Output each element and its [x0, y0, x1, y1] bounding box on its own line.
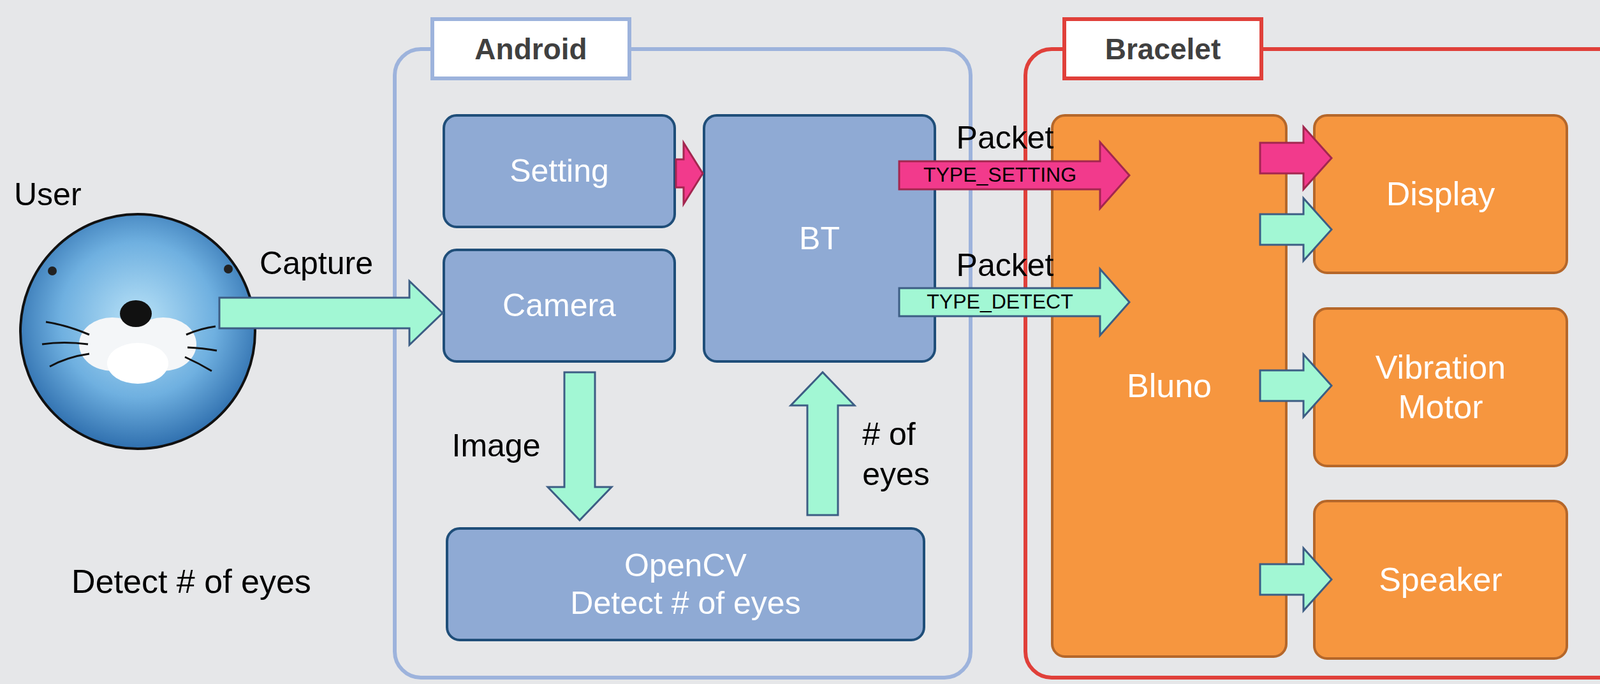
- seal-whiskers: [42, 322, 217, 372]
- seal-eye: [223, 264, 233, 274]
- caption-note: Detect # of eyes: [71, 562, 312, 601]
- edge-label: Image: [452, 428, 541, 464]
- process-box: BT: [702, 114, 937, 363]
- process-box: OpenCV Detect # of eyes: [445, 527, 926, 642]
- group-title: Bracelet: [1105, 31, 1222, 67]
- block-arrow: [1260, 354, 1332, 418]
- hardware-box: Bluno: [1050, 114, 1288, 659]
- arrow-shape: [547, 372, 612, 521]
- seal-face: [20, 214, 256, 449]
- edge-label: # of eyes: [862, 414, 930, 495]
- process-box: Setting: [442, 114, 676, 229]
- box-label: Bluno: [1126, 366, 1212, 406]
- process-box: Camera: [442, 248, 676, 363]
- arrow-shape: [1260, 198, 1332, 261]
- seal-nose: [119, 300, 152, 328]
- hardware-box: Display: [1313, 114, 1569, 275]
- box-label: Speaker: [1378, 560, 1503, 600]
- hardware-box: Vibration Motor: [1313, 307, 1569, 468]
- block-arrow: [547, 372, 612, 521]
- block-arrow: [1260, 126, 1332, 190]
- box-label: BT: [799, 220, 840, 258]
- arrow-shape: [219, 281, 443, 345]
- block-arrow: [1260, 198, 1332, 261]
- arrow-shape: [1260, 126, 1332, 190]
- user-circle: User: [20, 214, 256, 449]
- edge-label: Capture: [259, 246, 374, 282]
- edge-label: TYPE_DETECT: [926, 290, 1073, 314]
- block-arrow: [1260, 548, 1332, 611]
- block-arrow: [790, 372, 855, 516]
- group-title-tab: Bracelet: [1062, 17, 1264, 81]
- arrow-shape: [1260, 354, 1332, 418]
- hardware-box: Speaker: [1313, 499, 1569, 661]
- seal-chin: [107, 343, 169, 384]
- box-label: Camera: [502, 286, 617, 325]
- seal-eye: [47, 266, 57, 276]
- box-label: OpenCV Detect # of eyes: [570, 547, 801, 623]
- arrow-shape: [1260, 548, 1332, 611]
- edge-label: TYPE_SETTING: [923, 163, 1077, 187]
- box-label: Setting: [509, 152, 610, 191]
- arrow-shape: [675, 142, 703, 205]
- box-label: Vibration Motor: [1375, 348, 1506, 427]
- arrow-shape: [790, 372, 855, 516]
- packet-label: Packet: [956, 246, 1055, 284]
- box-label: Display: [1386, 174, 1496, 214]
- block-arrow: [219, 281, 443, 345]
- group-title-tab: Android: [430, 17, 632, 81]
- user-label: User: [14, 176, 82, 213]
- block-arrow: [675, 142, 703, 205]
- packet-label: Packet: [956, 119, 1055, 157]
- group-title: Android: [474, 31, 587, 67]
